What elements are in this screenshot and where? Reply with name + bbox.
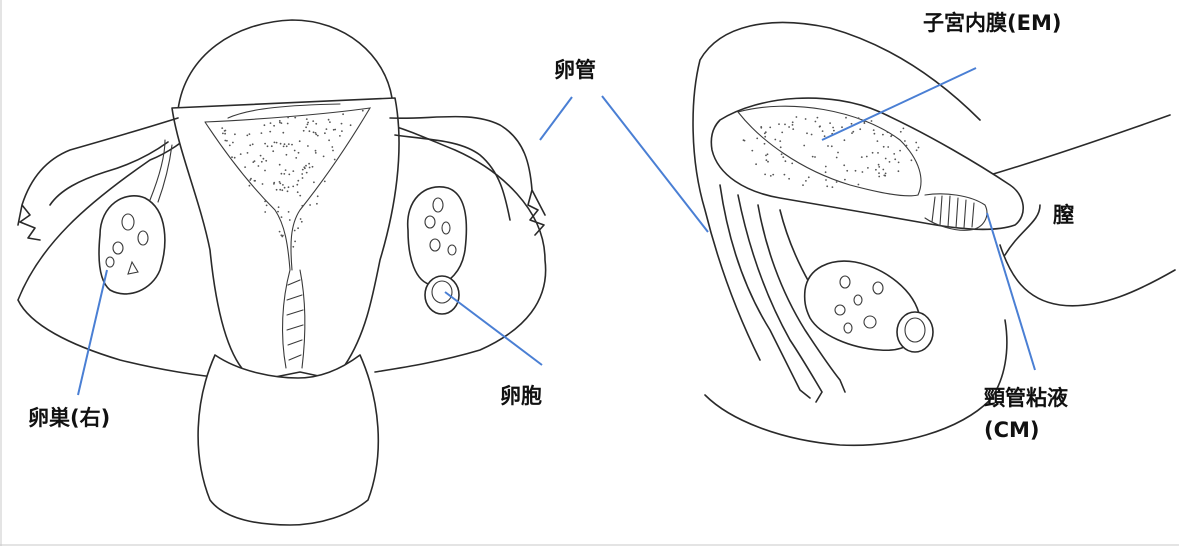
frontal-view-drawing bbox=[18, 20, 546, 525]
label-endometrium: 子宮内膜(EM) bbox=[923, 11, 1061, 35]
sagittal-view-drawing bbox=[693, 23, 1175, 446]
label-ovary-right: 卵巣(右) bbox=[28, 406, 110, 430]
dominant-follicle-sagittal bbox=[897, 312, 933, 352]
ovary-right-anatomical bbox=[99, 196, 165, 294]
label-cervical-mucus-line1: 頸管粘液 bbox=[984, 386, 1068, 410]
leader-ovary-right bbox=[78, 270, 107, 395]
leader-oviduct-right bbox=[602, 96, 708, 232]
ovary-left-anatomical bbox=[408, 187, 467, 285]
label-oviduct: 卵管 bbox=[554, 58, 596, 82]
label-follicle: 卵胞 bbox=[500, 384, 542, 408]
pelvic-outline bbox=[693, 23, 1007, 446]
ovarian-ligament-left bbox=[150, 140, 172, 202]
uterus-fundus bbox=[178, 20, 392, 110]
leader-follicle bbox=[445, 292, 542, 365]
vagina-frontal bbox=[198, 355, 378, 525]
label-cervical-mucus-line2: (CM) bbox=[984, 418, 1040, 442]
label-vagina: 膣 bbox=[1053, 203, 1074, 227]
leader-oviduct-left bbox=[540, 97, 572, 140]
dominant-follicle-frontal bbox=[425, 276, 459, 314]
